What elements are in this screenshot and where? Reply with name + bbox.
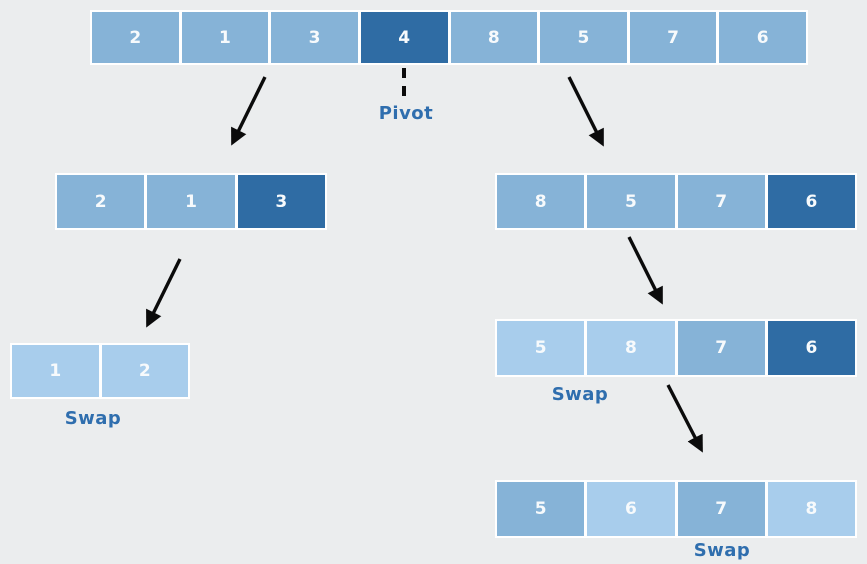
array-cell: 2 bbox=[98, 345, 188, 397]
array-cell-highlight: 6 bbox=[764, 175, 855, 228]
swap-label-left: Swap bbox=[64, 408, 122, 429]
array-row-right-partition: 8 5 7 6 bbox=[495, 173, 857, 230]
array-cell: 3 bbox=[268, 12, 358, 63]
array-cell: 7 bbox=[626, 12, 717, 63]
array-cell: 5 bbox=[497, 321, 585, 375]
pivot-label: Pivot bbox=[378, 103, 434, 124]
array-row-root: 2 1 3 4 8 5 7 6 bbox=[90, 10, 808, 65]
array-cell: 8 bbox=[764, 482, 855, 536]
array-row-left-swapped: 1 2 bbox=[10, 343, 190, 399]
arrow-root-to-left-partition bbox=[231, 76, 267, 146]
arrow-right-swap-to-sorted bbox=[666, 384, 703, 453]
arrow-root-to-right-partition bbox=[567, 76, 604, 147]
array-cell: 7 bbox=[674, 321, 765, 375]
array-cell: 6 bbox=[584, 482, 675, 536]
arrow-right-partition-to-swap bbox=[627, 236, 663, 305]
array-cell: 7 bbox=[674, 175, 765, 228]
array-cell: 2 bbox=[92, 12, 179, 63]
array-cell: 8 bbox=[447, 12, 538, 63]
array-row-left-partition: 2 1 3 bbox=[55, 173, 327, 230]
array-row-right-sorted: 5 6 7 8 bbox=[495, 480, 857, 538]
array-cell: 2 bbox=[57, 175, 145, 228]
array-cell: 5 bbox=[537, 12, 627, 63]
arrow-left-partition-to-swap bbox=[146, 258, 182, 328]
array-cell: 5 bbox=[497, 482, 585, 536]
array-cell-pivot: 4 bbox=[357, 12, 448, 63]
array-cell: 1 bbox=[144, 175, 235, 228]
array-cell: 8 bbox=[584, 321, 675, 375]
array-cell: 1 bbox=[178, 12, 269, 63]
array-cell: 7 bbox=[674, 482, 765, 536]
array-cell: 6 bbox=[716, 12, 806, 63]
array-cell: 5 bbox=[584, 175, 675, 228]
array-cell: 8 bbox=[497, 175, 585, 228]
array-cell-highlight: 3 bbox=[234, 175, 325, 228]
array-cell-highlight: 6 bbox=[764, 321, 855, 375]
swap-label-right-bottom: Swap bbox=[693, 540, 751, 561]
array-cell: 1 bbox=[12, 345, 99, 397]
swap-label-right-mid: Swap bbox=[551, 384, 609, 405]
array-row-right-swap: 5 8 7 6 bbox=[495, 319, 857, 377]
